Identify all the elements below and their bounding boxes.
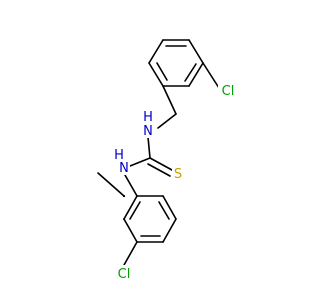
- n-upper-label: N: [143, 124, 153, 139]
- cl-top-label: Cl: [222, 84, 235, 99]
- bond-ring-to-ch2: [162, 85, 177, 115]
- top-benzene-ring: [148, 39, 204, 87]
- bond: [162, 195, 177, 220]
- bond: [123, 195, 138, 220]
- bond-ch2-to-n: [157, 113, 177, 129]
- n-lower-label: N: [119, 161, 129, 176]
- double-bond-inner: [129, 201, 141, 220]
- methyl-line: [97, 172, 125, 197]
- double-bond-inner: [158, 201, 170, 220]
- bond-c-to-n-lower: [129, 157, 151, 167]
- atom-cl-top: Cl: [218, 82, 238, 99]
- structure-diagram: Cl N H S N H Cl: [97, 39, 238, 282]
- bond: [148, 39, 164, 64]
- molecule-canvas: Cl N H S N H Cl: [97, 39, 238, 282]
- bond-c-to-s: [149, 157, 173, 171]
- bond: [188, 62, 204, 87]
- h-lower-label: H: [114, 148, 124, 163]
- cl-bottom-label: Cl: [118, 267, 131, 282]
- bond-to-cl-top: [202, 62, 220, 89]
- bond-n-to-ring: [124, 174, 138, 197]
- atom-cl-bottom: Cl: [114, 265, 134, 282]
- bond-to-cl-bottom: [123, 241, 138, 266]
- double-bond-inner: [156, 62, 168, 81]
- bond: [148, 62, 164, 87]
- bond: [123, 218, 138, 243]
- bond-n-to-c: [147, 136, 151, 159]
- double-bond-inner: [184, 63, 197, 82]
- atom-n-upper: N H: [142, 110, 154, 139]
- h-upper-label: H: [143, 110, 153, 125]
- bond: [162, 218, 177, 243]
- bond: [188, 39, 204, 64]
- s-label: S: [174, 167, 182, 182]
- atom-s: S: [172, 165, 184, 182]
- bond-c-to-s-second: [147, 163, 171, 177]
- atom-n-lower: N H: [114, 148, 130, 176]
- bottom-benzene-ring: [123, 195, 177, 243]
